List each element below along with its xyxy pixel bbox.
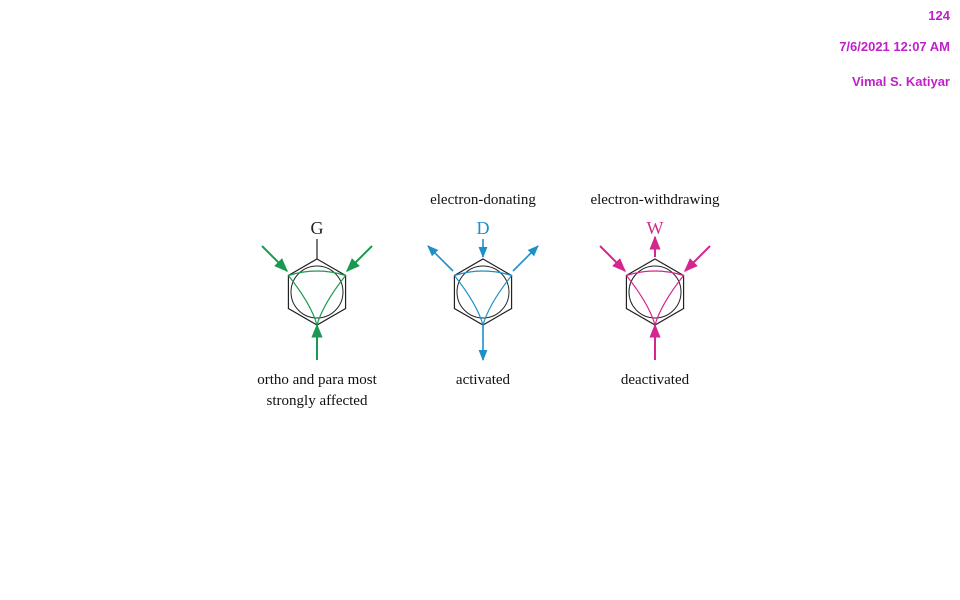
charge-curves bbox=[287, 270, 347, 328]
benzene-ring bbox=[453, 258, 513, 326]
ortho-left-arrow bbox=[599, 245, 626, 272]
benzene-ring bbox=[287, 258, 347, 326]
top-label: electron-withdrawing bbox=[590, 192, 720, 208]
caption-line: activated bbox=[455, 372, 511, 388]
caption-donating: activated bbox=[423, 370, 543, 391]
caption-withdrawing: deactivated bbox=[595, 370, 715, 391]
top-label: electron-donating bbox=[430, 192, 536, 208]
datetime-stamp: 7/6/2021 12:07 AM bbox=[839, 39, 950, 54]
aromatic-circle bbox=[456, 265, 510, 319]
caption-line: deactivated bbox=[620, 372, 690, 388]
substituent-label: D bbox=[477, 218, 490, 238]
panel-withdrawing: W electron-withdrawing bbox=[590, 192, 720, 360]
aromatic-circle bbox=[290, 265, 344, 319]
aromatic-circle bbox=[628, 265, 682, 319]
substituent-label: G bbox=[311, 218, 324, 238]
benzene-ring bbox=[625, 258, 685, 326]
ortho-left-arrow bbox=[261, 245, 288, 272]
author-stamp: Vimal S. Katiyar bbox=[851, 74, 950, 89]
ortho-left-arrow bbox=[427, 245, 454, 272]
ortho-right-arrow bbox=[346, 245, 373, 272]
panel-general: G bbox=[261, 218, 373, 360]
panel-donating: D electron-donating bbox=[427, 192, 539, 362]
caption-line: strongly affected bbox=[266, 393, 368, 409]
caption-general: ortho and para most strongly affected bbox=[237, 370, 397, 412]
substituent-label: W bbox=[647, 218, 664, 238]
ortho-right-arrow bbox=[684, 245, 711, 272]
ortho-right-arrow bbox=[512, 245, 539, 272]
charge-curves bbox=[453, 270, 513, 328]
page-number-stamp: 124 bbox=[928, 8, 950, 23]
caption-line: ortho and para most bbox=[257, 372, 377, 388]
charge-curves bbox=[625, 270, 685, 328]
